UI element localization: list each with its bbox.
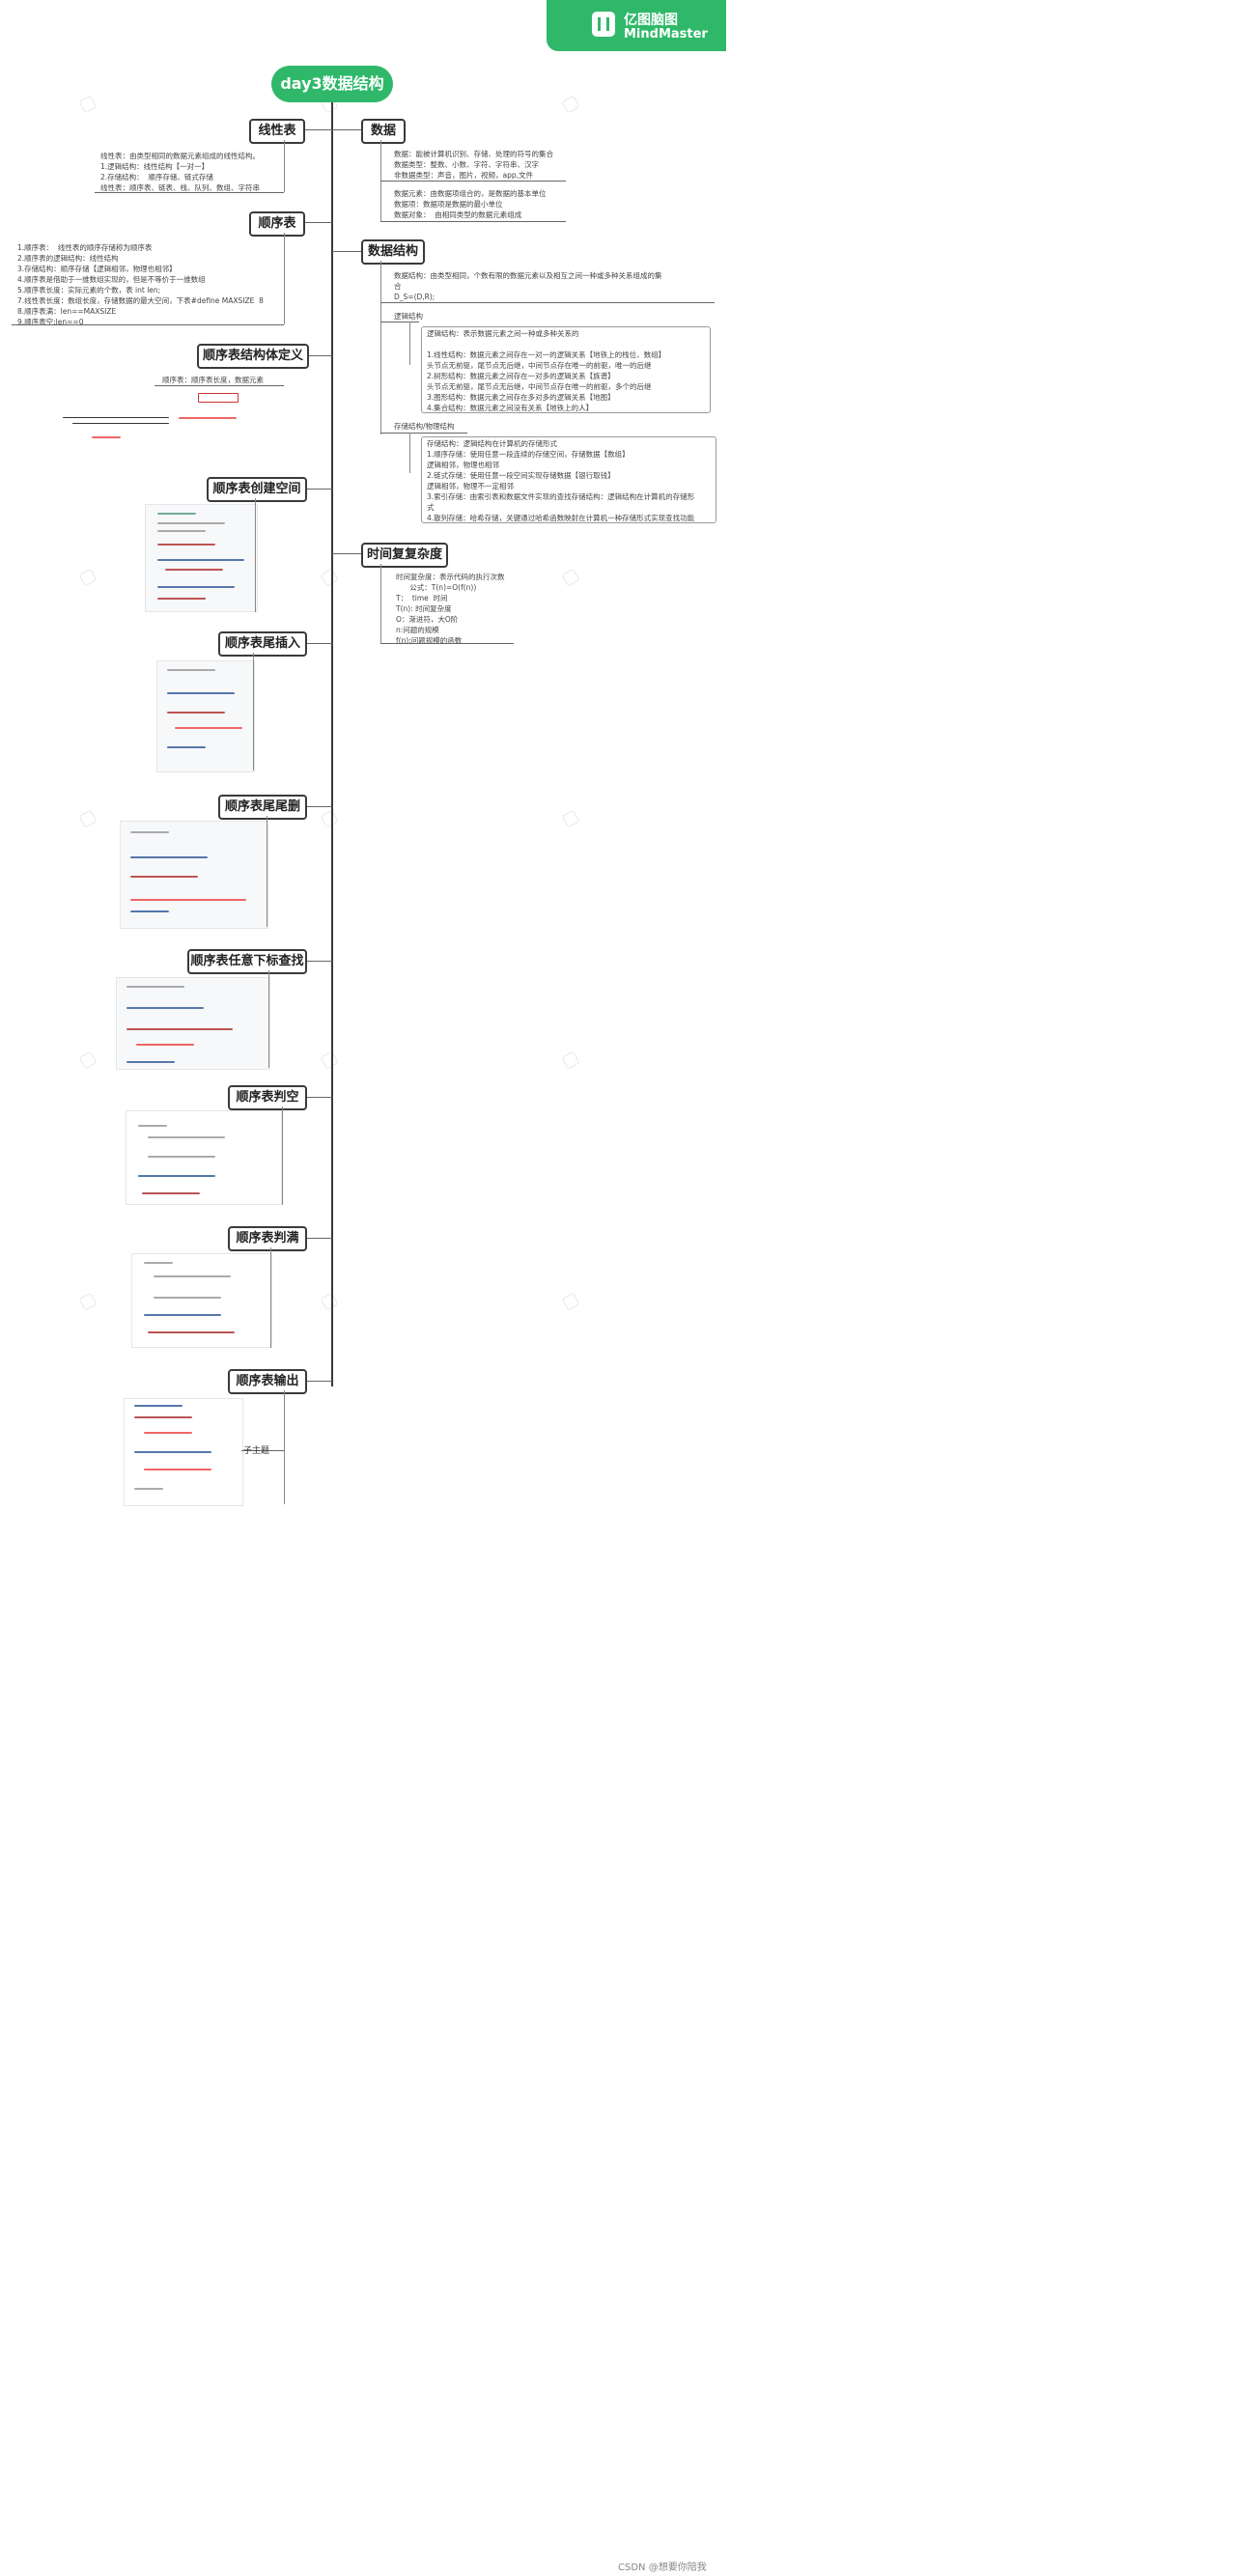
connector bbox=[409, 433, 410, 473]
footer-credit: CSDN @想要你陪我 bbox=[618, 2562, 707, 2573]
connector bbox=[282, 1106, 283, 1205]
topic-shuju[interactable]: 数据 bbox=[361, 119, 406, 144]
cunchu-box bbox=[421, 436, 716, 523]
watermark-icon bbox=[64, 87, 120, 136]
watermark-icon bbox=[305, 1043, 361, 1092]
topic-shunxubiao[interactable]: 顺序表 bbox=[249, 211, 305, 237]
watermark-icon bbox=[547, 801, 603, 851]
watermark-icon bbox=[64, 1284, 120, 1333]
connector bbox=[303, 961, 332, 962]
connector bbox=[284, 233, 285, 324]
underline bbox=[95, 192, 284, 193]
underline bbox=[154, 385, 284, 386]
connector bbox=[255, 498, 256, 612]
code-chazhao bbox=[116, 977, 270, 1070]
code-chuangjian bbox=[145, 504, 258, 612]
mindmaster-brand: 亿图脑图 MindMaster bbox=[547, 0, 726, 51]
luoji-box bbox=[421, 326, 711, 413]
connector bbox=[301, 222, 332, 223]
topic-weishan[interactable]: 顺序表尾尾删 bbox=[218, 795, 307, 820]
jiegouti-text: 顺序表：顺序表长度，数据元素 bbox=[162, 376, 264, 384]
connector bbox=[332, 129, 361, 130]
watermark-icon bbox=[547, 1043, 603, 1092]
topic-shujujiegou[interactable]: 数据结构 bbox=[361, 239, 425, 265]
xianxing-text: 线性表：由类型相同的数据元素组成的线性结构。 1.逻辑结构：线性结构【一对一】 … bbox=[100, 152, 260, 192]
shijian-text: 时间复杂度：表示代码的执行次数 公式：T(n)=O(f(n)) T： time … bbox=[396, 573, 505, 645]
main-spine bbox=[331, 102, 333, 1386]
watermark-icon bbox=[547, 560, 603, 609]
topic-panman[interactable]: 顺序表判满 bbox=[228, 1226, 307, 1251]
code-weishan bbox=[120, 821, 268, 929]
watermark-icon bbox=[64, 560, 120, 609]
connector bbox=[268, 970, 269, 1068]
underline bbox=[380, 433, 467, 434]
cunchu-text: 存储结构：逻辑结构在计算机的存储形式 1.顺序存储：使用任意一段连续的存储空间，… bbox=[427, 439, 695, 522]
underline bbox=[12, 324, 284, 325]
connector bbox=[303, 1238, 332, 1239]
topic-xianxingbiao[interactable]: 线性表 bbox=[249, 119, 305, 144]
code-pankong bbox=[126, 1110, 282, 1205]
mindmaster-logo-icon bbox=[592, 12, 615, 37]
watermark-icon bbox=[305, 1284, 361, 1333]
underline bbox=[380, 181, 566, 182]
connector bbox=[303, 1381, 332, 1382]
subtopic-label[interactable]: 子主题 bbox=[243, 1446, 270, 1456]
brand-sub: MindMaster bbox=[624, 27, 708, 42]
watermark-icon bbox=[547, 1284, 603, 1333]
connector bbox=[409, 322, 410, 365]
shuju-text-2: 数据元素：由数据项组合的，是数据的基本单位 数据项：数据项是数据的最小单位 数据… bbox=[394, 189, 547, 219]
connector bbox=[301, 129, 332, 130]
code-panman bbox=[131, 1253, 272, 1348]
underline bbox=[380, 221, 566, 222]
connector bbox=[253, 653, 254, 770]
watermark-icon bbox=[305, 560, 361, 609]
connector bbox=[380, 564, 381, 643]
connector bbox=[303, 489, 332, 490]
shunxu-text: 1.顺序表： 线性表的顺序存储称为顺序表 2.顺序表的逻辑结构：线性结构 3.存… bbox=[17, 243, 264, 326]
topic-chuangjian[interactable]: 顺序表创建空间 bbox=[207, 477, 307, 502]
topic-chazhao[interactable]: 顺序表任意下标查找 bbox=[187, 949, 307, 974]
underline bbox=[380, 302, 715, 303]
topic-jiegouti[interactable]: 顺序表结构体定义 bbox=[197, 344, 309, 369]
topic-pankong[interactable]: 顺序表判空 bbox=[228, 1085, 307, 1110]
watermark-icon bbox=[547, 87, 603, 136]
code-weicharu bbox=[156, 660, 255, 772]
connector bbox=[332, 251, 361, 252]
watermark-icon bbox=[305, 801, 361, 851]
connector bbox=[303, 806, 332, 807]
watermark-icon bbox=[64, 801, 120, 851]
connector bbox=[270, 1247, 271, 1348]
topic-weicharu[interactable]: 顺序表尾插入 bbox=[218, 631, 307, 657]
luoji-label: 逻辑结构 bbox=[394, 312, 423, 321]
connector bbox=[305, 355, 332, 356]
connector bbox=[332, 553, 361, 554]
struct-diagram-image bbox=[53, 388, 280, 456]
connector bbox=[380, 261, 381, 434]
jiegou-text: 数据结构：由类型相同，个数有限的数据元素以及相互之间一种或多种关系组成的集 合 … bbox=[394, 271, 662, 301]
root-topic[interactable]: day3数据结构 bbox=[271, 66, 393, 102]
shuju-text-1: 数据：能被计算机识别、存储、处理的符号的集合 数据类型：整数、小数、字符、字符串… bbox=[394, 150, 553, 180]
topic-shijian[interactable]: 时间复复杂度 bbox=[361, 543, 448, 568]
connector bbox=[284, 140, 285, 192]
luoji-text: 逻辑结构：表示数据元素之间一种或多种关系的 1.线性结构：数据元素之间存在一对一… bbox=[427, 329, 666, 412]
brand-name: 亿图脑图 bbox=[624, 13, 678, 28]
connector bbox=[303, 1097, 332, 1098]
connector bbox=[284, 1390, 285, 1504]
connector bbox=[241, 1450, 284, 1451]
watermark-icon bbox=[64, 1043, 120, 1092]
topic-shuchu[interactable]: 顺序表输出 bbox=[228, 1369, 307, 1394]
code-shuchu bbox=[124, 1398, 243, 1506]
underline bbox=[380, 643, 514, 644]
connector bbox=[303, 643, 332, 644]
cunchu-label: 存储结构/物理结构 bbox=[394, 422, 455, 431]
